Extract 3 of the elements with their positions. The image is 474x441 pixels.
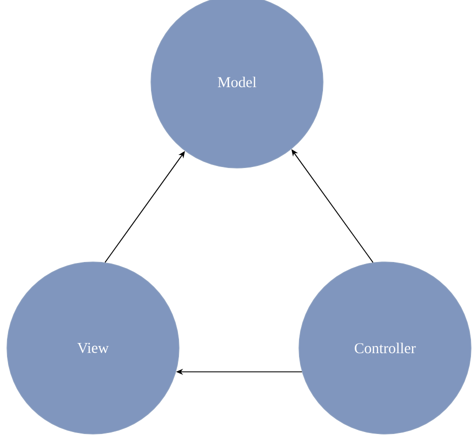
arrow — [104, 151, 185, 263]
circle-node: Controller — [298, 262, 472, 434]
circle-node: View — [6, 262, 180, 434]
